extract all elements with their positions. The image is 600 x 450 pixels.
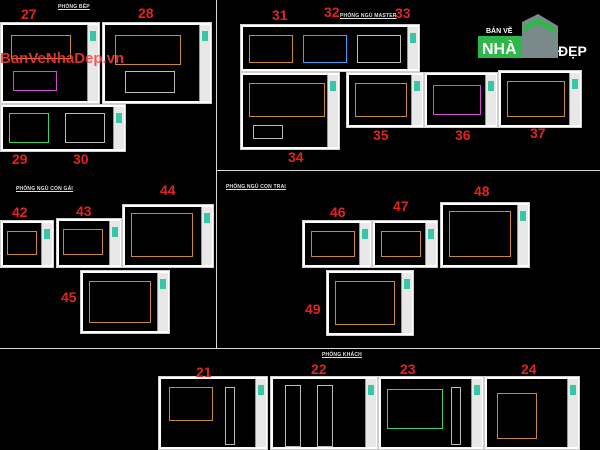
sheet-45[interactable]: [80, 270, 170, 334]
divider-horizontal-mid: [216, 170, 600, 171]
logo-left-text: NHÀ: [482, 39, 517, 58]
sheet-number-42: 42: [12, 204, 28, 220]
sheet-23[interactable]: [378, 376, 484, 450]
section-title-daughter: PHÒNG NGỦ CON TRAI: [226, 184, 286, 190]
sheet-34[interactable]: [240, 72, 340, 150]
sheet-number-44: 44: [160, 182, 176, 198]
sheet-46[interactable]: [302, 220, 372, 268]
sheet-number-33: 33: [395, 5, 411, 21]
sheet-number-30: 30: [73, 151, 89, 167]
divider-vertical-top: [216, 0, 217, 170]
sheet-number-35: 35: [373, 127, 389, 143]
sheet-21[interactable]: [158, 376, 268, 450]
sheet-number-23: 23: [400, 361, 416, 377]
watermark-text: BanVeNhaDep.vn: [0, 50, 125, 67]
sheet-number-36: 36: [455, 127, 471, 143]
sheet-number-48: 48: [474, 183, 490, 199]
sheet-31-33[interactable]: [240, 24, 420, 72]
sheet-number-24: 24: [521, 361, 537, 377]
section-title-living: PHÒNG KHÁCH: [322, 352, 362, 358]
section-title-kitchen: PHÒNG BẾP: [58, 4, 90, 10]
section-title-son: PHÒNG NGỦ CON GÁI: [16, 186, 74, 192]
sheet-number-47: 47: [393, 198, 409, 214]
sheet-37[interactable]: [498, 70, 582, 128]
sheet-47[interactable]: [372, 220, 438, 268]
logo-green-block: [478, 36, 522, 58]
sheet-number-34: 34: [288, 149, 304, 165]
sheet-number-29: 29: [12, 151, 28, 167]
sheet-35[interactable]: [346, 72, 424, 128]
section-title-master: PHÒNG NGỦ MASTER: [340, 13, 397, 19]
sheet-29-30[interactable]: [0, 104, 126, 152]
sheet-number-31: 31: [272, 7, 288, 23]
sheet-36[interactable]: [424, 72, 498, 128]
sheet-27[interactable]: [0, 22, 100, 104]
logo-right-text: ĐẸP: [558, 43, 587, 59]
sheet-44[interactable]: [122, 204, 214, 268]
sheet-number-49: 49: [305, 301, 321, 317]
sheet-number-21: 21: [196, 364, 212, 380]
sheet-42[interactable]: [0, 220, 54, 268]
brand-logo: BẢN VẼ NHÀ ĐẸP: [478, 14, 587, 59]
divider-horizontal-bottom: [0, 348, 600, 349]
roof-icon: [524, 18, 556, 34]
sheet-22[interactable]: [270, 376, 378, 450]
sheet-number-27: 27: [21, 6, 37, 22]
sheet-number-43: 43: [76, 203, 92, 219]
sheet-24[interactable]: [484, 376, 580, 450]
divider-vertical-mid: [216, 170, 217, 348]
sheet-43[interactable]: [56, 218, 122, 268]
sheet-number-22: 22: [311, 361, 327, 377]
sheet-28[interactable]: [102, 22, 212, 104]
sheet-number-45: 45: [61, 289, 77, 305]
sheet-49[interactable]: [326, 270, 414, 336]
sheet-number-46: 46: [330, 204, 346, 220]
sheet-number-37: 37: [530, 125, 546, 141]
sheet-48[interactable]: [440, 202, 530, 268]
sheet-number-28: 28: [138, 5, 154, 21]
logo-top-text: BẢN VẼ: [486, 26, 513, 35]
sheet-number-32: 32: [324, 4, 340, 20]
